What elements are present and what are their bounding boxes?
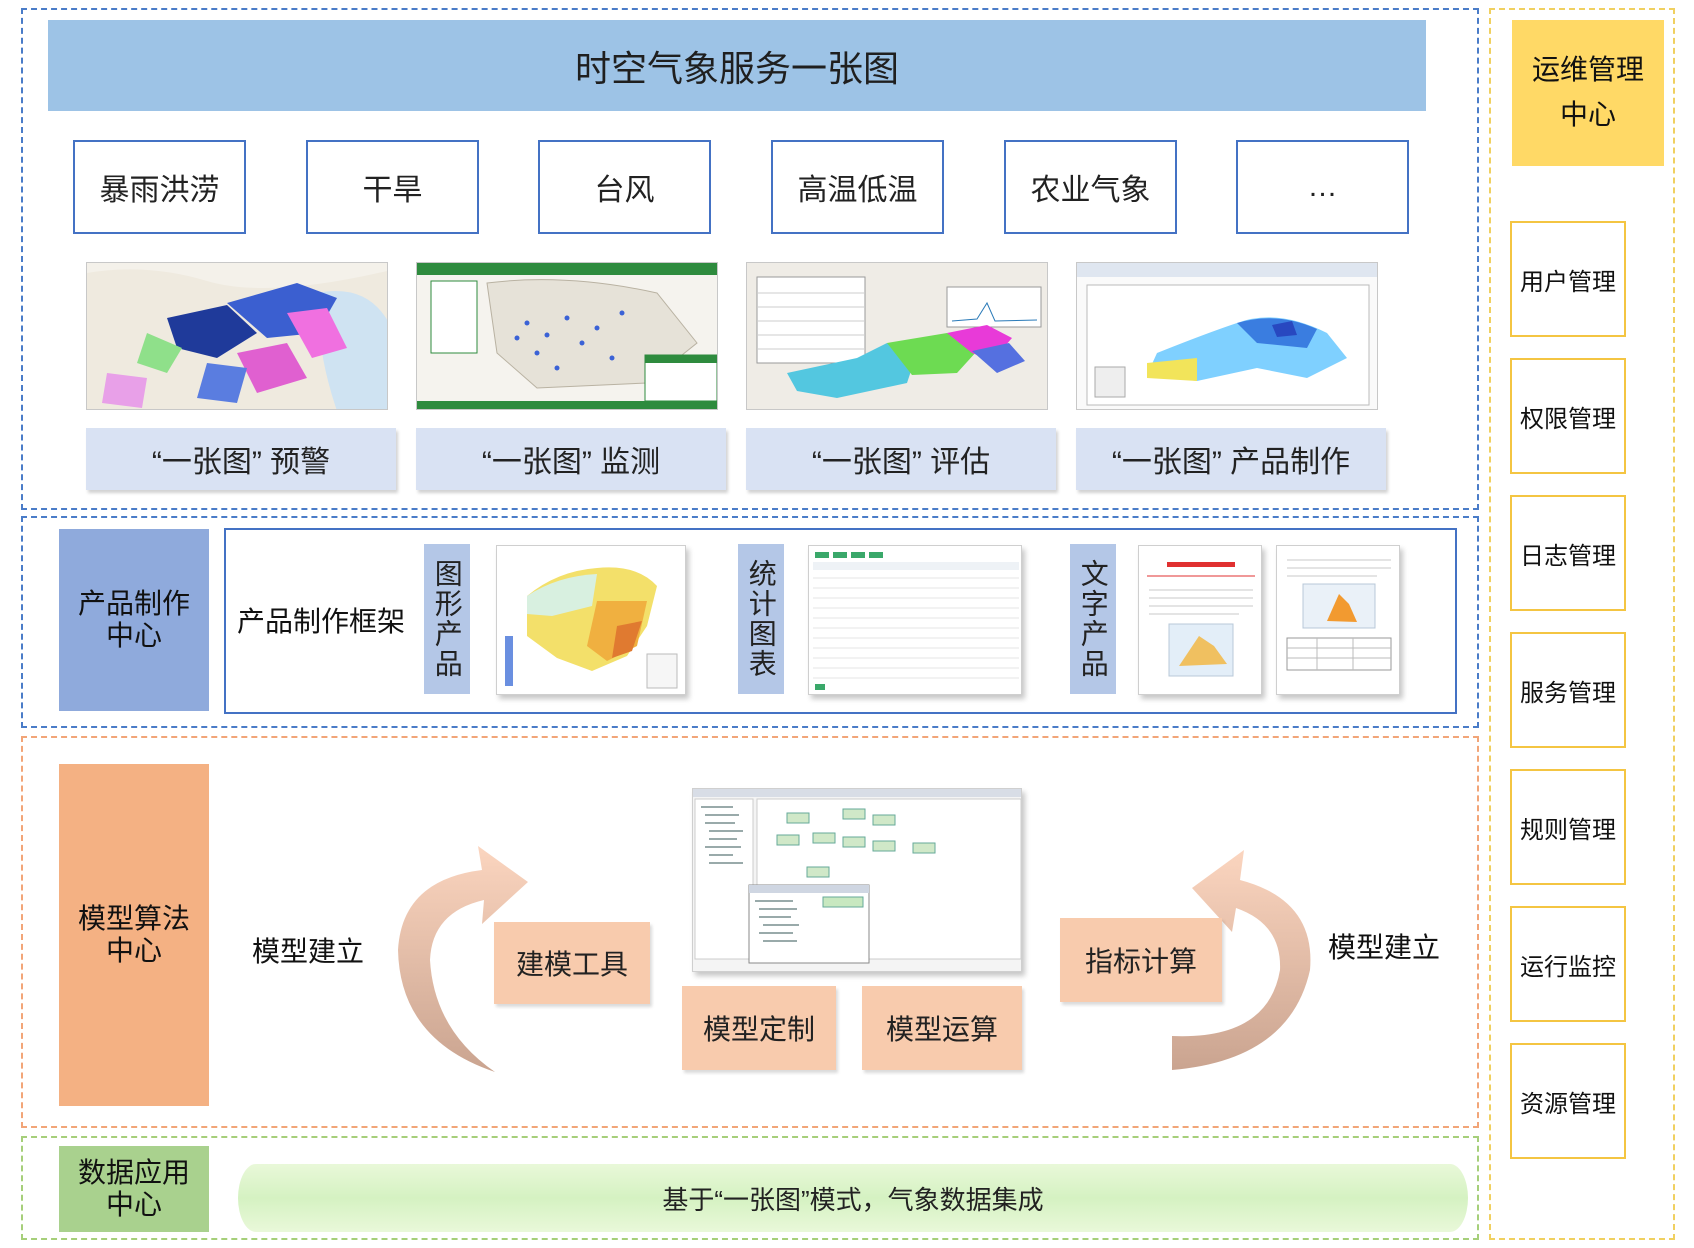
- statistical-chart-thumbnail: [808, 545, 1022, 695]
- cycle-arrow-left: [398, 846, 528, 1072]
- section-ops-center: [1489, 8, 1675, 1240]
- indicator-calculation-box: 指标计算: [1060, 918, 1222, 1002]
- ops-center-line1: 运维管理: [1531, 54, 1644, 86]
- section-data-center: [21, 1136, 1479, 1240]
- product-center-label: 产品制作 中心: [59, 529, 209, 711]
- section-product-center: [21, 516, 1479, 728]
- caption-assessment: “一张图” 评估: [746, 428, 1056, 490]
- monitoring-map-thumbnail: [416, 262, 718, 410]
- graphic-products-label: 图形产品: [424, 544, 470, 694]
- data-integration-banner: 基于“一张图”模式，气象数据集成: [238, 1164, 1468, 1232]
- modeling-software-screenshot: [692, 788, 1022, 972]
- model-build-left-label: 模型建立: [251, 936, 364, 967]
- ops-item-runtime-monitoring[interactable]: 运行监控: [1510, 906, 1626, 1022]
- caption-monitoring: “一张图” 监测: [416, 428, 726, 490]
- data-center-line1: 数据应用: [77, 1156, 190, 1188]
- main-title-banner: 时空气象服务一张图: [48, 20, 1426, 111]
- cycle-arrow-right: [1172, 850, 1311, 1070]
- ops-item-permission-management[interactable]: 权限管理: [1510, 358, 1626, 474]
- data-center-line2: 中心: [105, 1189, 162, 1220]
- category-typhoon[interactable]: 台风: [538, 140, 711, 234]
- product-center-line1: 产品制作: [77, 587, 190, 619]
- ops-item-log-management[interactable]: 日志管理: [1510, 495, 1626, 611]
- section-model-center: [21, 736, 1479, 1128]
- data-center-label: 数据应用 中心: [59, 1146, 209, 1232]
- ops-item-service-management[interactable]: 服务管理: [1510, 632, 1626, 748]
- text-product-page-1: [1138, 545, 1262, 695]
- text-products-label: 文字产品: [1070, 544, 1116, 694]
- ops-center-title: 运维管理 中心: [1512, 20, 1664, 166]
- product-center-line2: 中心: [105, 620, 162, 651]
- model-computation-box: 模型运算: [862, 986, 1022, 1070]
- ops-item-resource-management[interactable]: 资源管理: [1510, 1043, 1626, 1159]
- statistical-charts-label: 统计图表: [738, 544, 784, 694]
- model-customization-box: 模型定制: [682, 986, 836, 1070]
- product-framework-label: 产品制作框架: [236, 606, 405, 637]
- text-product-page-2: [1276, 545, 1400, 695]
- caption-product-making: “一张图” 产品制作: [1076, 428, 1386, 490]
- ops-center-line2: 中心: [1559, 99, 1616, 130]
- warning-map-thumbnail: [86, 262, 388, 410]
- graphic-product-thumbnail: [496, 545, 686, 695]
- product-map-thumbnail: [1076, 262, 1378, 410]
- ops-item-rule-management[interactable]: 规则管理: [1510, 769, 1626, 885]
- category-more[interactable]: …: [1236, 140, 1409, 234]
- section-one-map: [21, 8, 1479, 510]
- model-center-label: 模型算法 中心: [59, 764, 209, 1106]
- modeling-tool-box: 建模工具: [494, 922, 650, 1004]
- caption-warning: “一张图” 预警: [86, 428, 396, 490]
- model-center-line2: 中心: [105, 935, 162, 966]
- category-temperature[interactable]: 高温低温: [771, 140, 944, 234]
- ops-item-user-management[interactable]: 用户管理: [1510, 221, 1626, 337]
- category-rainstorm-flood[interactable]: 暴雨洪涝: [73, 140, 246, 234]
- category-agriculture[interactable]: 农业气象: [1004, 140, 1177, 234]
- model-build-right-label: 模型建立: [1327, 932, 1440, 963]
- model-center-line1: 模型算法: [77, 902, 190, 934]
- category-drought[interactable]: 干旱: [306, 140, 479, 234]
- assessment-map-thumbnail: [746, 262, 1048, 410]
